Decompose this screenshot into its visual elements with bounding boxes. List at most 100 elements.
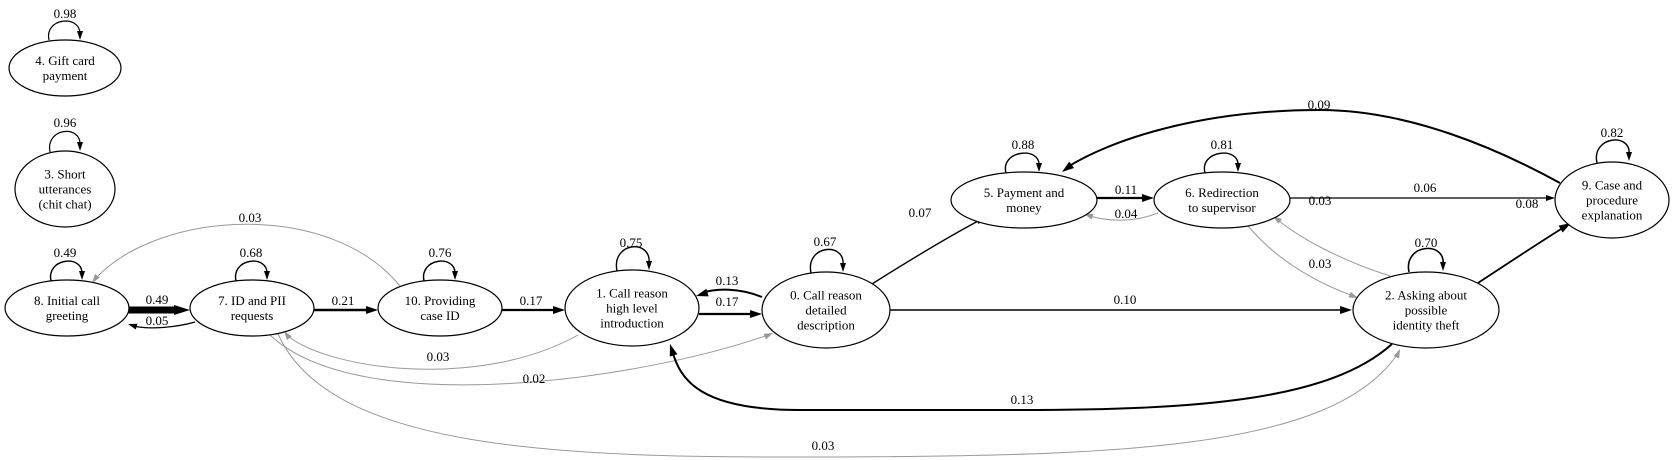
node-label-line: 5. Payment and xyxy=(984,185,1065,200)
node-label-line: introduction xyxy=(600,316,664,331)
edge-0-5 xyxy=(871,217,985,285)
edge-label: 0.49 xyxy=(54,245,77,260)
edge-line xyxy=(1407,247,1444,273)
node-label-line: (chit chat) xyxy=(38,197,91,212)
arrowhead-icon xyxy=(1235,163,1241,172)
edge-5-5 xyxy=(1004,152,1042,174)
node-label-line: 1. Call reason xyxy=(596,286,668,301)
node-label-line: greeting xyxy=(46,308,89,323)
node-label-line: requests xyxy=(231,308,274,323)
edge-7-2 xyxy=(277,333,1400,458)
edge-label: 0.06 xyxy=(1414,180,1437,195)
node-ellipse xyxy=(4,279,130,337)
edge-10-8 xyxy=(92,223,401,287)
arrowhead-icon xyxy=(763,333,773,340)
arrowhead-icon xyxy=(1393,349,1400,359)
node-ellipse xyxy=(8,39,122,97)
edge-line xyxy=(277,333,1398,458)
arrowhead-icon xyxy=(264,271,270,280)
edge-line xyxy=(809,248,844,274)
node-label-line: procedure xyxy=(1586,193,1638,208)
edge-label: 0.13 xyxy=(716,273,739,288)
edge-7-8 xyxy=(128,321,196,330)
arrowhead-icon xyxy=(1340,306,1352,314)
edge-label: 0.11 xyxy=(1115,182,1137,197)
node-label-line: possible xyxy=(1405,303,1448,318)
edge-0-1 xyxy=(696,288,763,298)
edge-7-0 xyxy=(269,333,773,386)
edge-line xyxy=(287,334,579,370)
edge-label: 0.03 xyxy=(239,210,262,225)
arrowhead-icon xyxy=(1036,163,1042,172)
edge-line xyxy=(1477,225,1567,284)
edge-line xyxy=(1089,212,1159,221)
edge-8-8 xyxy=(50,260,85,282)
edge-9-5 xyxy=(1062,108,1561,184)
edge-label: 0.03 xyxy=(1309,256,1332,271)
edge-label: 0.17 xyxy=(520,293,543,308)
node-label-line: to supervisor xyxy=(1188,200,1256,215)
node-ellipse xyxy=(14,150,116,228)
node-ellipse xyxy=(377,279,503,337)
edge-label: 0.76 xyxy=(429,245,452,260)
edge-line xyxy=(95,223,401,287)
edge-line xyxy=(1203,152,1239,174)
edge-label: 0.03 xyxy=(1309,193,1332,208)
node-label-line: 10. Providing xyxy=(405,293,476,308)
edge-7-10 xyxy=(314,306,378,314)
arrowhead-icon xyxy=(174,305,190,315)
node-label-line: identity theft xyxy=(1393,318,1460,333)
edge-line xyxy=(671,343,1393,411)
arrowhead-icon xyxy=(1142,194,1154,202)
arrowhead-icon xyxy=(92,274,100,283)
arrowhead-icon xyxy=(128,323,138,330)
arrowhead-icon xyxy=(750,310,762,318)
edge-line xyxy=(1247,225,1354,297)
edge-label: 0.08 xyxy=(1516,196,1539,211)
edge-label: 0.67 xyxy=(814,234,837,249)
edge-label: 0.04 xyxy=(1115,206,1138,221)
edge-label: 0.75 xyxy=(620,235,643,250)
edge-2-6 xyxy=(1273,216,1391,277)
node-label-line: description xyxy=(797,318,855,333)
arrowhead-icon xyxy=(1348,291,1358,298)
edge-line xyxy=(871,219,981,285)
arrowhead-icon xyxy=(840,263,846,272)
edge-line xyxy=(615,246,650,272)
node-label-line: payment xyxy=(43,68,88,83)
edge-line xyxy=(48,20,81,41)
node-ellipse xyxy=(189,279,315,337)
node-label-line: 6. Redirection xyxy=(1185,185,1259,200)
edge-line xyxy=(1277,219,1391,277)
arrowhead-icon xyxy=(79,271,85,280)
edge-label: 0.81 xyxy=(1211,137,1234,152)
edge-label: 0.09 xyxy=(1308,97,1331,112)
edge-line xyxy=(1065,108,1561,184)
arrowhead-icon xyxy=(77,142,83,151)
edge-label: 0.68 xyxy=(240,245,263,260)
arrowhead-icon xyxy=(553,306,565,314)
edge-0-0 xyxy=(809,248,846,274)
arrowhead-icon xyxy=(1558,223,1571,233)
edges-layer xyxy=(48,20,1632,458)
node-label-line: 8. Initial call xyxy=(34,293,100,308)
edge-2-2 xyxy=(1407,247,1446,273)
edge-line xyxy=(50,260,83,282)
edge-2-9 xyxy=(1477,223,1571,284)
node-ellipse xyxy=(1352,271,1500,349)
arrowhead-icon xyxy=(284,331,292,340)
edge-label: 0.82 xyxy=(1601,125,1624,140)
edge-1-1 xyxy=(615,246,652,272)
node-label-line: 7. ID and PII xyxy=(218,293,286,308)
node-ellipse xyxy=(1554,161,1670,239)
